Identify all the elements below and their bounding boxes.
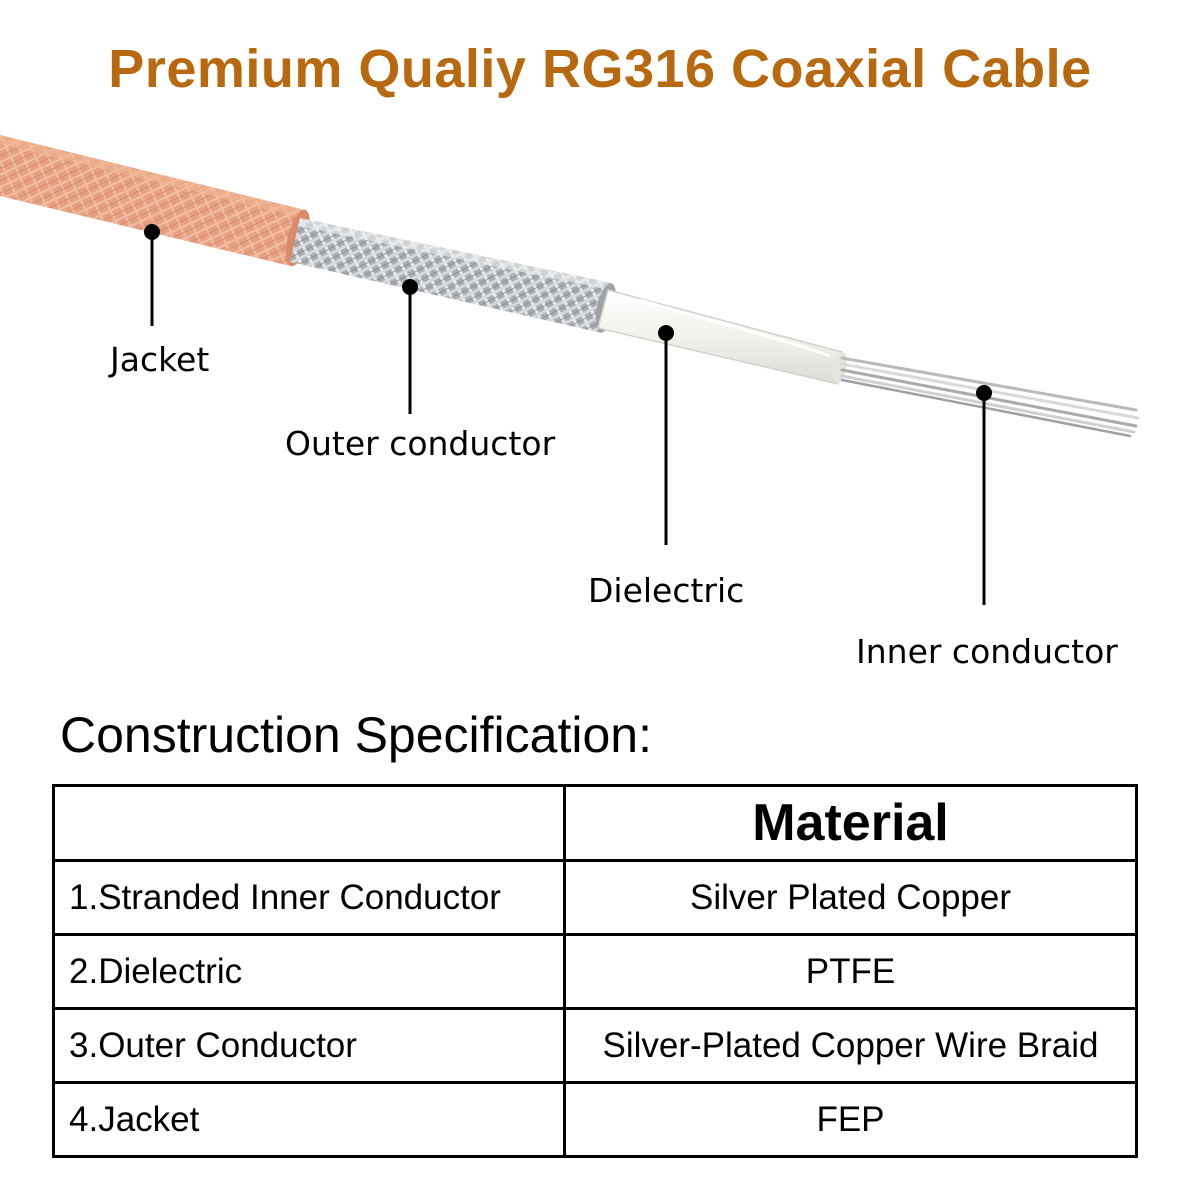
row-component: 2.Dielectric [52, 933, 566, 1010]
cable-braid [290, 218, 617, 333]
table-row: 3.Outer Conductor Silver-Plated Copper W… [52, 1007, 1138, 1084]
row-component: 4.Jacket [52, 1081, 566, 1158]
row-material: Silver-Plated Copper Wire Braid [563, 1007, 1138, 1084]
header-material: Material [563, 784, 1138, 862]
row-component: 3.Outer Conductor [52, 1007, 566, 1084]
spec-header-row: Material [52, 784, 1138, 862]
label-inner-conductor: Inner conductor [856, 632, 1118, 671]
row-material: PTFE [563, 933, 1138, 1010]
callout-outer-conductor-marker [402, 279, 418, 414]
row-material: FEP [563, 1081, 1138, 1158]
label-jacket: Jacket [110, 340, 210, 379]
label-outer-conductor: Outer conductor [285, 424, 556, 463]
page-title: Premium Qualiy RG316 Coaxial Cable [108, 39, 1092, 99]
cable-dielectric [597, 289, 847, 385]
callout-inner-conductor-marker [976, 385, 992, 605]
spec-heading: Construction Specification: [60, 707, 652, 763]
table-row: 1.Stranded Inner Conductor Silver Plated… [52, 859, 1138, 936]
callout-dielectric-marker [658, 325, 674, 545]
label-dielectric: Dielectric [588, 571, 745, 610]
spec-table: Material 1.Stranded Inner Conductor Silv… [52, 784, 1138, 1158]
row-material: Silver Plated Copper [563, 859, 1138, 936]
cable-jacket [0, 135, 310, 267]
row-component: 1.Stranded Inner Conductor [52, 859, 566, 936]
table-row: 2.Dielectric PTFE [52, 933, 1138, 1010]
callout-jacket-marker [144, 224, 160, 326]
header-component [52, 784, 566, 862]
table-row: 4.Jacket FEP [52, 1081, 1138, 1158]
cable-diagram [0, 135, 1140, 605]
